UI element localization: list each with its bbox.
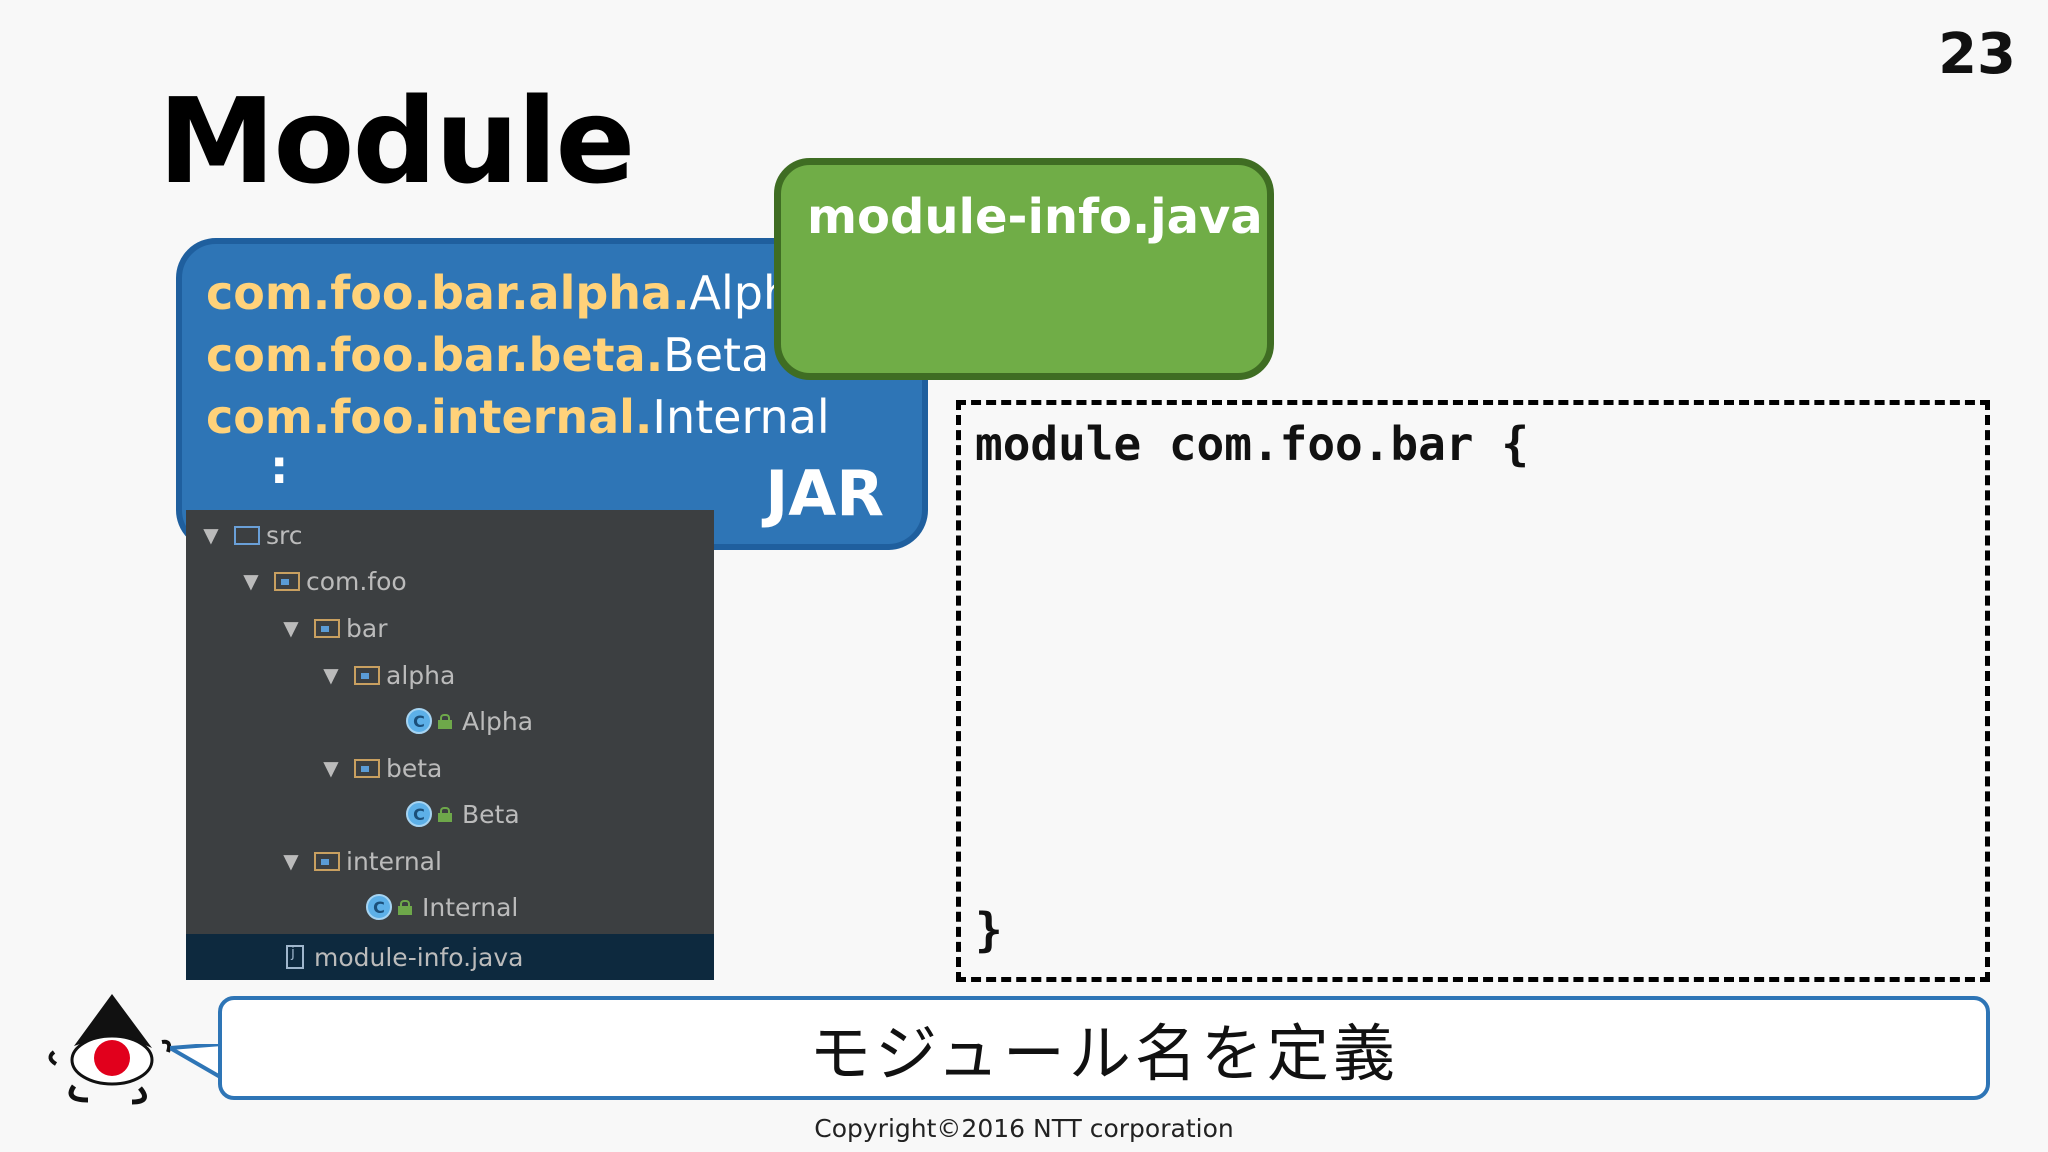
package-name: com.foo.bar.alpha.	[206, 266, 690, 320]
tree-item-alpha-class[interactable]: C Alpha	[186, 698, 714, 744]
tree-item-internal[interactable]: ▼ internal	[186, 838, 714, 884]
tree-item-beta-class[interactable]: C Beta	[186, 791, 714, 837]
tree-item-label: module-info.java	[314, 942, 524, 972]
chevron-down-icon[interactable]: ▼	[283, 849, 299, 873]
tree-item-label: Internal	[422, 892, 519, 922]
jar-class-line: com.foo.bar.beta.Beta	[206, 324, 830, 386]
jar-class-line: com.foo.bar.alpha.Alpha	[206, 262, 830, 324]
tree-item-label: com.foo	[306, 566, 407, 596]
tree-item-com-foo[interactable]: ▼ com.foo	[186, 558, 714, 604]
lock-icon	[438, 807, 452, 822]
jar-class-line: com.foo.internal.Internal	[206, 386, 830, 448]
tree-item-label: Alpha	[462, 706, 534, 736]
tree-item-beta[interactable]: ▼ beta	[186, 745, 714, 791]
module-declaration-area: module com.foo.bar { }	[956, 400, 1990, 982]
lock-icon	[438, 714, 452, 729]
class-name: Internal	[652, 390, 830, 444]
package-icon	[354, 758, 380, 778]
package-icon	[314, 851, 340, 871]
slide-number: 23	[1938, 22, 2016, 87]
package-name: com.foo.bar.beta.	[206, 328, 664, 382]
copyright-footer: Copyright©2016 NTT corporation	[814, 1114, 1234, 1143]
class-icon: C	[406, 708, 432, 734]
chevron-down-icon[interactable]: ▼	[203, 523, 219, 547]
chevron-down-icon[interactable]: ▼	[283, 616, 299, 640]
tree-item-label: alpha	[386, 660, 456, 690]
lock-icon	[398, 900, 412, 915]
tree-item-label: src	[266, 520, 303, 550]
class-name: Beta	[663, 328, 770, 382]
jar-class-list: com.foo.bar.alpha.Alpha com.foo.bar.beta…	[206, 262, 830, 448]
tree-item-module-info[interactable]: module-info.java	[186, 934, 714, 980]
tree-item-src[interactable]: ▼ src	[186, 512, 714, 558]
tree-item-label: Beta	[462, 799, 520, 829]
tree-item-label: bar	[346, 613, 388, 643]
chevron-down-icon[interactable]: ▼	[323, 756, 339, 780]
class-icon: C	[406, 801, 432, 827]
speech-bubble-text: モジュール名を定義	[809, 1017, 1399, 1090]
slide-title: Module	[158, 72, 635, 210]
chevron-down-icon[interactable]: ▼	[323, 663, 339, 687]
package-name: com.foo.internal.	[206, 390, 653, 444]
tree-item-label: beta	[386, 753, 443, 783]
module-info-label: module-info.java	[807, 189, 1263, 245]
code-line-close-brace: }	[975, 903, 1003, 957]
package-icon	[354, 665, 380, 685]
tree-item-label: internal	[346, 846, 442, 876]
tree-item-bar[interactable]: ▼ bar	[186, 605, 714, 651]
duke-mascot-icon	[48, 994, 172, 1105]
package-icon	[314, 618, 340, 638]
speech-bubble-tail	[170, 1044, 224, 1082]
code-line-module: module com.foo.bar {	[975, 417, 1529, 471]
jar-ellipsis: :	[270, 440, 289, 494]
jar-label: JAR	[765, 457, 884, 530]
package-icon	[274, 571, 300, 591]
java-file-icon	[286, 945, 304, 969]
chevron-down-icon[interactable]: ▼	[243, 569, 259, 593]
source-folder-icon	[234, 525, 260, 545]
project-tree: ▼ src ▼ com.foo ▼ bar ▼ alpha C Alpha ▼ beta C…	[186, 510, 714, 980]
class-icon: C	[366, 894, 392, 920]
tree-item-internal-class[interactable]: C Internal	[186, 884, 714, 930]
module-info-box: module-info.java	[774, 158, 1274, 380]
speech-bubble: モジュール名を定義	[218, 996, 1990, 1100]
tree-item-alpha[interactable]: ▼ alpha	[186, 652, 714, 698]
